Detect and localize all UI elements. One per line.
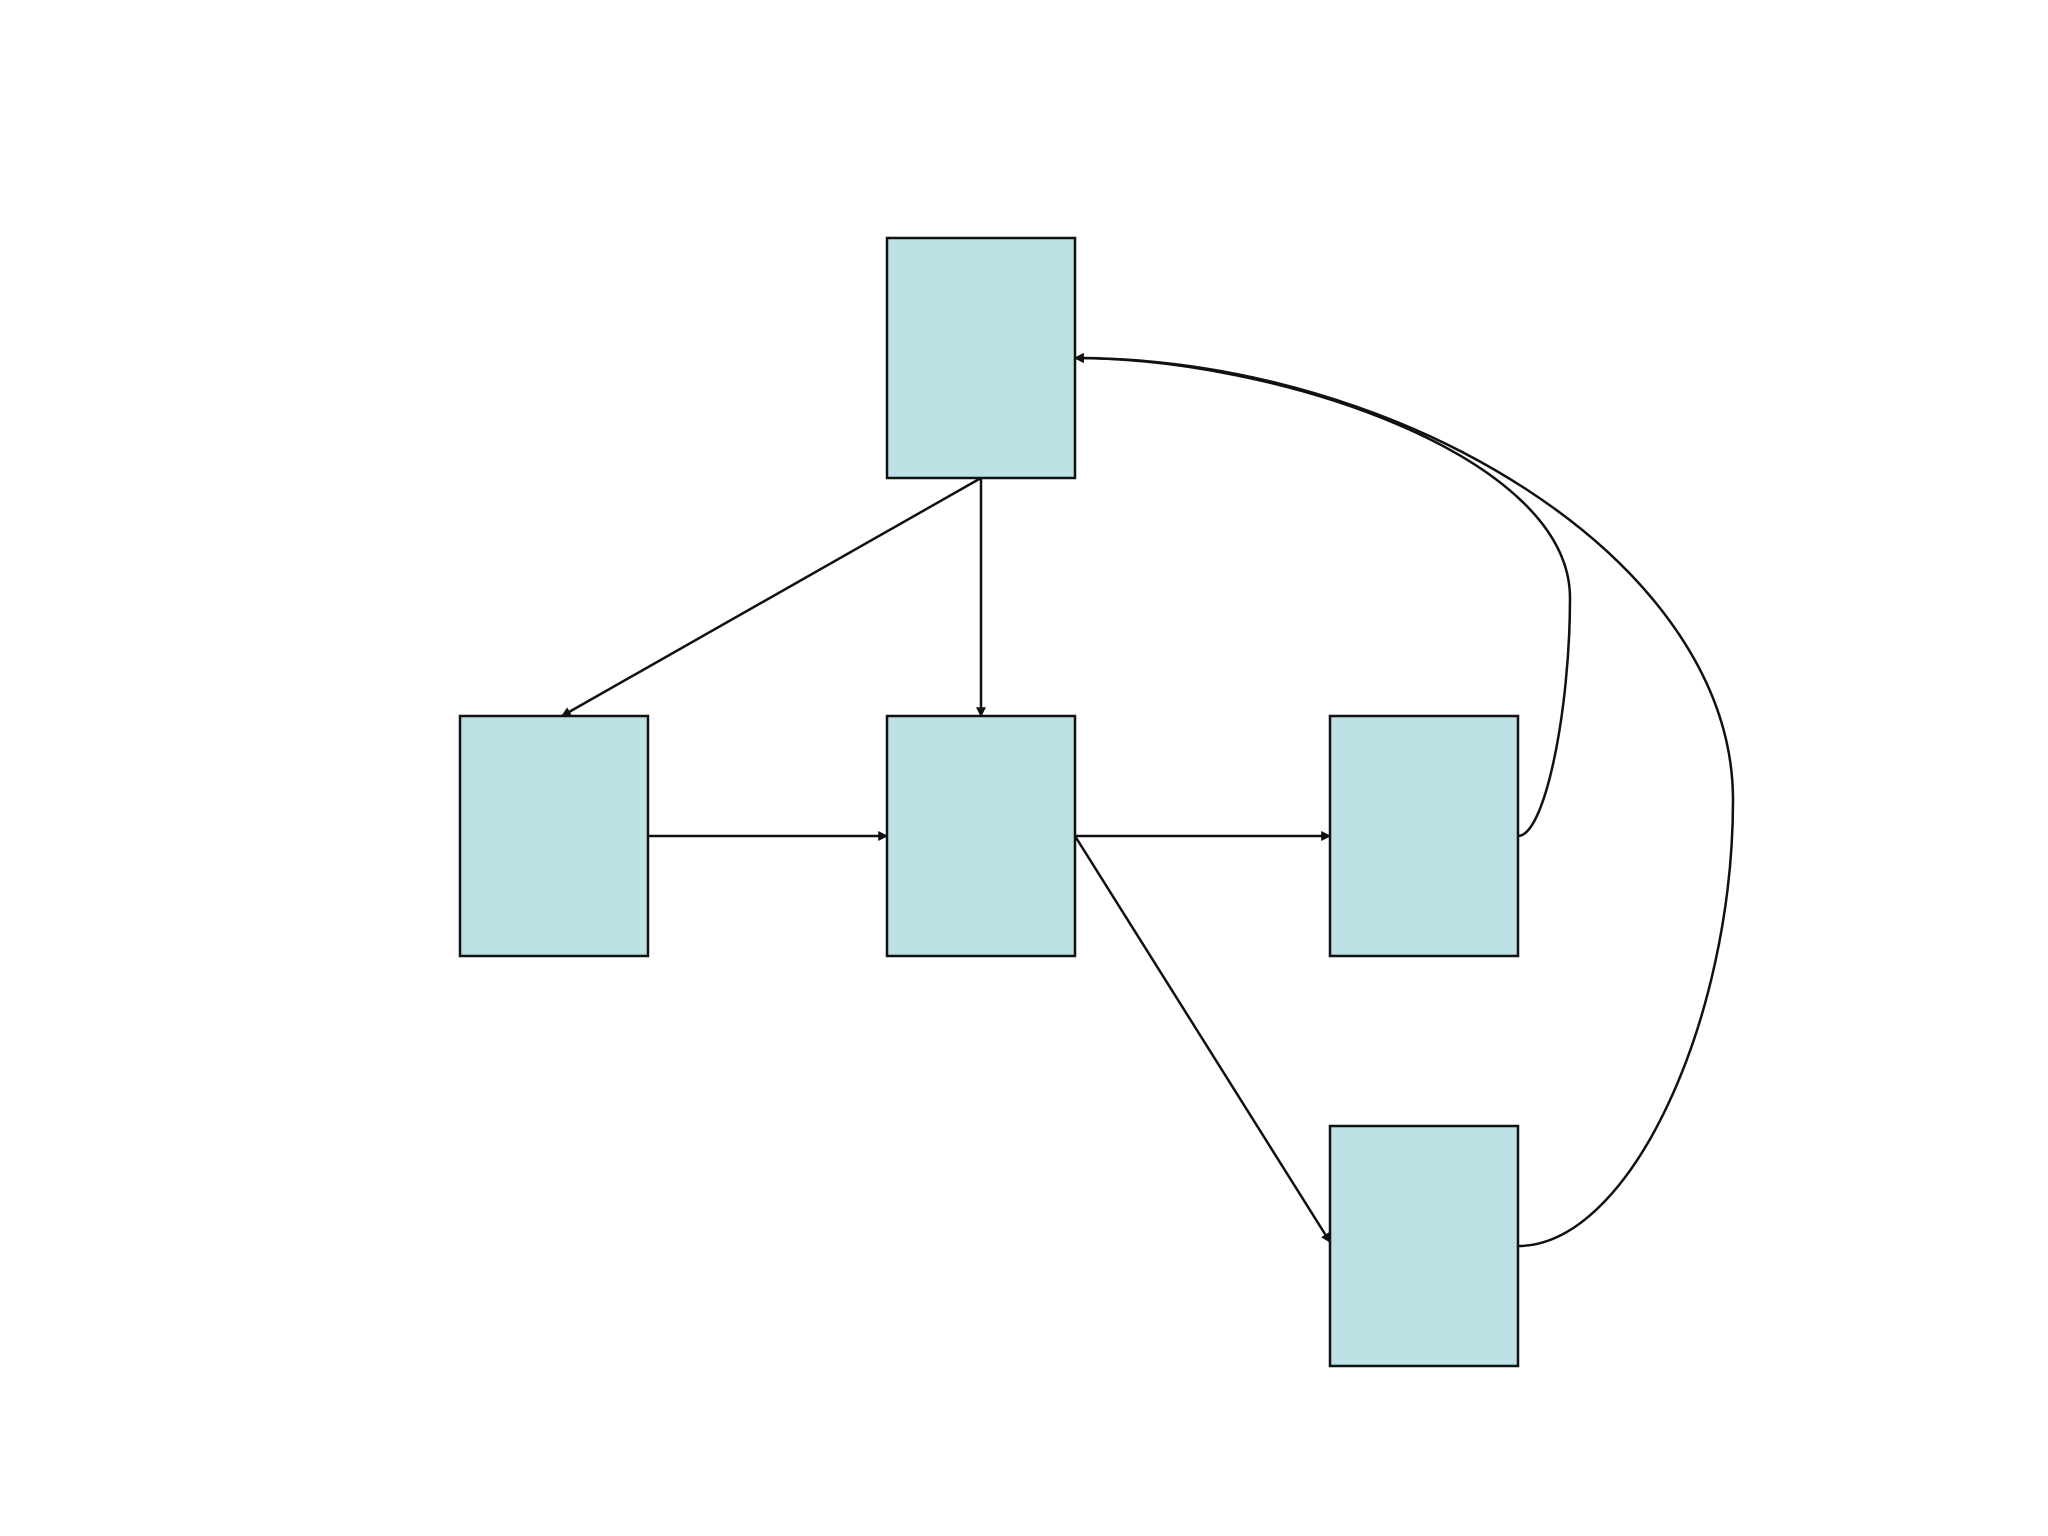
edge-bottom-right-to-top: [1073, 353, 1735, 1248]
node-box-left: [458, 714, 650, 958]
edge-layer: [560, 353, 1735, 1248]
edge-right-to-top: [1073, 353, 1572, 838]
node-box-top: [885, 236, 1077, 480]
edge-center-to-bottom-right: [1073, 834, 1332, 1244]
edge-top-to-left: [560, 476, 983, 718]
node-box-center: [885, 714, 1077, 958]
node-box-bottom-right: [1328, 1124, 1520, 1368]
node-box-right: [1328, 714, 1520, 958]
node-layer: [458, 236, 1520, 1368]
